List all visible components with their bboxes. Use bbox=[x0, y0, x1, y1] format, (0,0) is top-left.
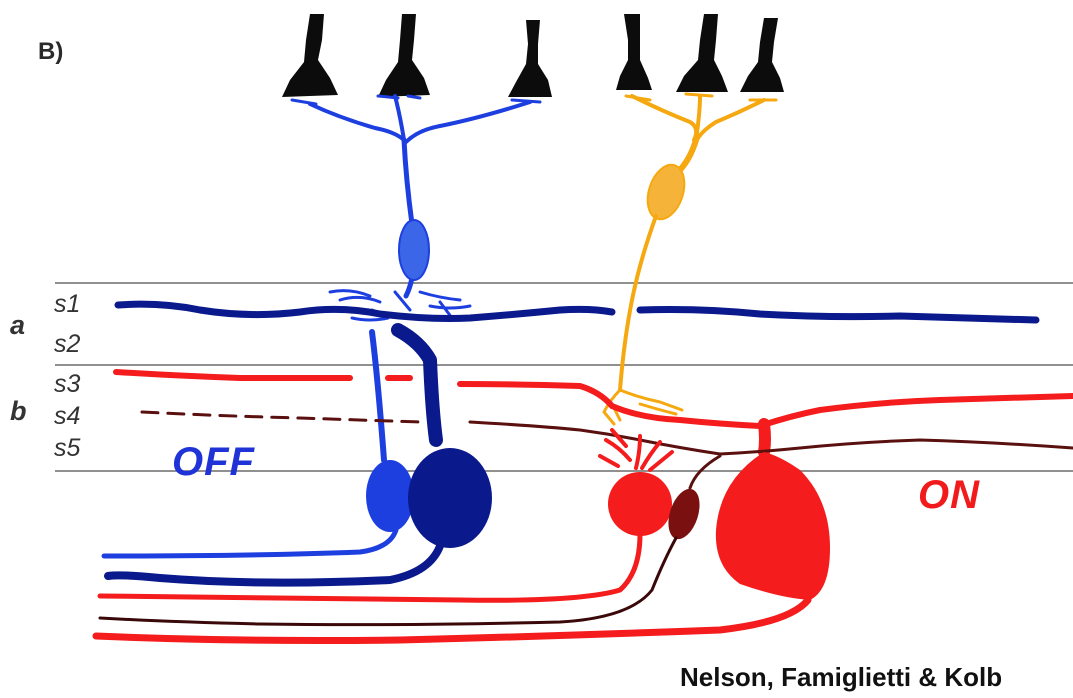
off-bipolar-dendrite-tips bbox=[292, 96, 540, 104]
stratum-label-s1: s1 bbox=[54, 290, 80, 319]
off-ganglion-dendrite-band bbox=[118, 304, 1036, 320]
stratum-label-s4: s4 bbox=[54, 402, 80, 431]
stratum-label-s3: s3 bbox=[54, 370, 80, 399]
sublayer-b-label: b bbox=[10, 396, 27, 427]
on-ganglion-small-axon bbox=[100, 534, 640, 600]
on-dendrite-s3-left bbox=[116, 372, 350, 378]
off-ganglion-light-axon bbox=[104, 530, 396, 556]
off-dendrite-s1-right bbox=[640, 310, 1036, 321]
off-pathway-label: OFF bbox=[172, 440, 255, 485]
photoreceptor-2 bbox=[378, 14, 430, 97]
photoreceptors bbox=[282, 14, 784, 97]
on-bipolar-dendrite bbox=[632, 96, 696, 140]
on-bipolar-dendrite bbox=[696, 100, 764, 142]
off-bipolar-soma bbox=[399, 220, 429, 280]
photoreceptor-3 bbox=[508, 20, 552, 97]
sublayer-a-label: a bbox=[10, 310, 25, 341]
stratum-label-s2: s2 bbox=[54, 330, 80, 359]
stratum-label-s5: s5 bbox=[54, 434, 80, 463]
on-ganglion-large-soma bbox=[716, 452, 830, 600]
on-pathway-label: ON bbox=[918, 473, 980, 518]
off-ganglion-light-soma bbox=[366, 460, 414, 532]
photoreceptor-5 bbox=[676, 14, 728, 92]
on-dark-cell-dendrite bbox=[690, 456, 720, 488]
on-ganglion-small-soma bbox=[608, 472, 672, 536]
photoreceptor-1 bbox=[282, 14, 338, 97]
off-ganglion-dark-dendrite bbox=[398, 330, 436, 440]
off-bipolar-dendrite bbox=[406, 102, 530, 142]
off-bipolar-axon bbox=[404, 140, 412, 224]
off-bipolar-dendrite bbox=[310, 104, 404, 140]
photoreceptor-6 bbox=[740, 18, 784, 92]
off-ganglion-cells bbox=[104, 330, 492, 583]
panel-label: B) bbox=[38, 38, 63, 66]
off-bipolar-axon-lower bbox=[406, 278, 412, 296]
credit-line: Nelson, Famiglietti & Kolb bbox=[680, 662, 1002, 693]
on-bipolar-cell bbox=[604, 94, 776, 424]
dark-dendrite-s4-solid bbox=[470, 422, 1073, 454]
on-bipolar-axon bbox=[620, 216, 656, 390]
off-bipolar-cell bbox=[292, 96, 540, 320]
on-ganglion-large-stem bbox=[764, 424, 765, 452]
off-ganglion-light-dendrite bbox=[372, 332, 384, 460]
off-ganglion-dark-soma bbox=[408, 448, 492, 548]
off-dendrite-s1-left bbox=[118, 304, 612, 318]
off-ganglion-dark-axon bbox=[108, 546, 440, 583]
photoreceptor-4 bbox=[616, 14, 652, 90]
on-bipolar-upper-axon bbox=[678, 140, 696, 172]
on-ganglion-large-axon bbox=[96, 600, 808, 641]
